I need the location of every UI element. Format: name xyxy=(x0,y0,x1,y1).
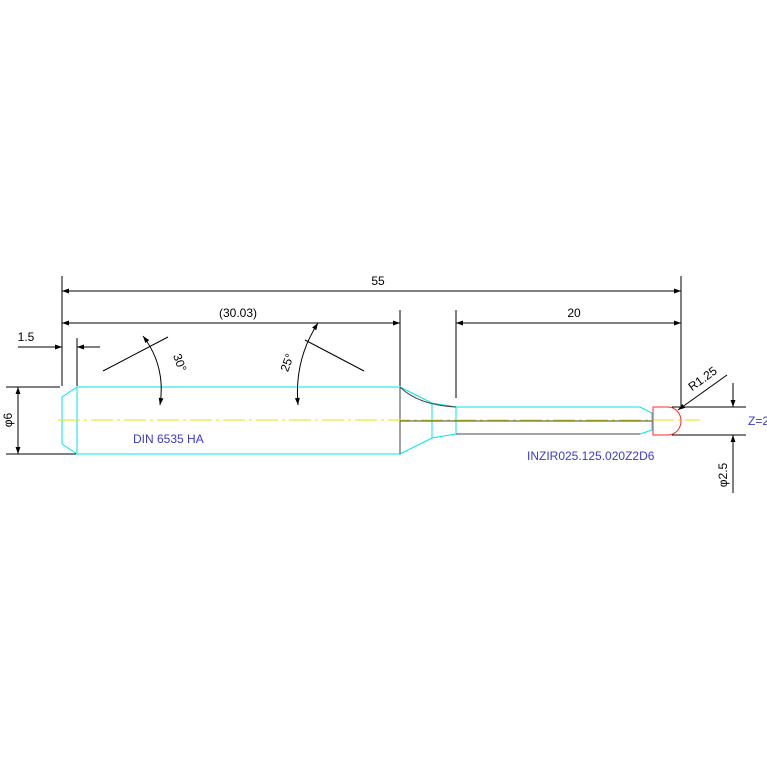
dim-chamfer: 1.5 xyxy=(18,330,100,386)
dim-angle-left: 30° xyxy=(102,335,190,406)
ball-tip xyxy=(652,406,682,436)
dim-angle-left-text: 30° xyxy=(170,352,189,374)
dim-shank-diameter: φ6 xyxy=(1,386,76,455)
dim-angle-right: 25° xyxy=(278,322,365,406)
ball-tip-outline xyxy=(652,406,682,436)
part-number-label: INZIR025.125.020Z2D6 xyxy=(527,449,655,463)
drawing-band xyxy=(0,272,767,492)
flute-count-text: Z=2 xyxy=(748,414,767,428)
tool-edges xyxy=(399,386,652,454)
neck-taper-edge xyxy=(399,386,457,408)
dim-shank-length-text: (30.03) xyxy=(219,306,257,320)
dim-overall-length: 55 xyxy=(61,274,682,406)
dim-shank-diameter-text: φ6 xyxy=(1,412,15,427)
shank-standard-label: DIN 6535 HA xyxy=(133,432,204,446)
dim-tip-length-text: 20 xyxy=(567,306,581,320)
dim-tip-diameter-text: φ2.5 xyxy=(716,462,730,487)
dim-tip-diameter: φ2.5 xyxy=(672,383,746,493)
dim-shank-length: (30.03) xyxy=(62,306,401,386)
dim-overall-length-text: 55 xyxy=(371,274,385,288)
dim-angle-right-text: 25° xyxy=(278,352,297,374)
dim-tip-length: 20 xyxy=(455,306,681,398)
dim-chamfer-text: 1.5 xyxy=(18,330,35,344)
